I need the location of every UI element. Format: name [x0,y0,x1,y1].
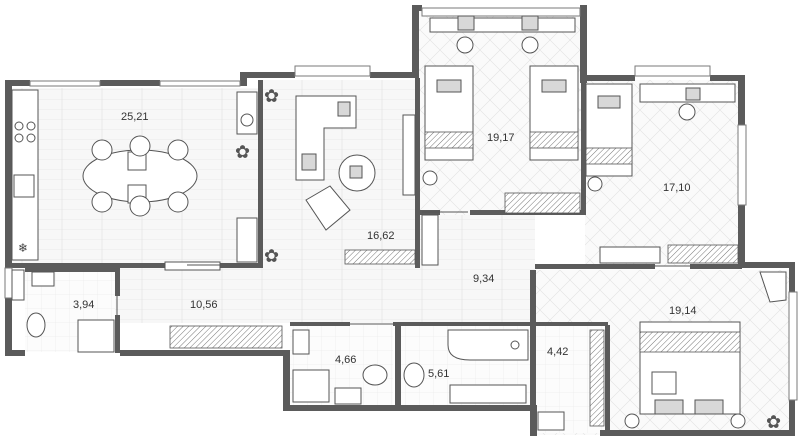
snowflake-icon: ❄ [18,241,28,255]
area-label-kitchen-living: 25,21 [121,111,149,123]
area-label-bedroom-single: 17,10 [663,182,691,194]
plant-icon: ✿ [264,246,279,267]
kitchen-counter: ❄ [11,89,39,261]
area-label-wardrobe: 4,42 [547,346,568,358]
area-label-wc-entry: 3,94 [73,299,94,311]
sofa [295,95,357,181]
wardrobe-cabinet [537,411,565,431]
window-kitchen [29,80,101,87]
sink-bath-small [292,329,310,355]
desk-item [685,87,701,101]
plant-icon: ✿ [264,86,279,107]
window-single-side [737,124,747,206]
wardrobe-rack [589,329,605,427]
bed-right [529,65,579,161]
nightstand-left [624,413,640,429]
desk-chair [678,103,696,121]
window-hall-left [4,267,13,299]
dining-table [82,135,198,217]
living-cabinet [344,249,416,265]
area-label-bedroom-twin: 19,17 [487,132,515,144]
shelf-single [599,246,661,264]
shower-bath-small [292,369,330,403]
window-kitchen-2 [159,80,241,87]
window-living [294,65,371,77]
bathtub-drain [510,340,520,350]
area-label-master-bedroom: 19,14 [669,305,697,317]
bed-master [639,321,741,415]
plant-icon: ✿ [235,142,250,163]
kitchen-shelf [236,91,258,135]
ball-icon [422,170,438,186]
area-label-living-room: 16,62 [367,230,395,242]
sink-wc [31,271,55,287]
nightstand-right [730,413,746,429]
bathtub [447,329,529,361]
hall-wardrobe [169,325,283,349]
bed-left [424,65,474,161]
corridor-door-panel [421,214,439,266]
area-label-hall: 10,56 [190,299,218,311]
wardrobe-twin [504,192,581,214]
toilet-bath-small [362,364,388,386]
washer [334,387,362,405]
tv-stand [402,114,416,196]
window-twin-bedroom [421,7,581,17]
kitchen-cabinet [236,217,258,263]
appliance-icon [240,113,254,127]
desks-twin [429,15,576,54]
doors [116,211,690,325]
window-master-side [788,291,798,401]
coffee-table-item [349,165,363,179]
hall-bench [164,261,221,271]
plant-icon: ✿ [766,412,781,433]
area-label-bathroom-small: 4,66 [335,354,356,366]
shower-wc [77,319,115,353]
vanity-large [449,384,527,404]
shelf-wc [11,269,25,301]
armchair [305,185,351,231]
wardrobe-single [667,244,739,264]
corner-chair [759,271,787,303]
window-single-bedroom [634,65,711,77]
toilet-wc [26,312,46,338]
toilet-bath-large [403,362,425,388]
windows [4,7,798,401]
area-label-bathroom-large: 5,61 [428,368,449,380]
bed-single [585,83,633,177]
area-label-corridor: 9,34 [473,273,494,285]
ball-icon [587,176,603,192]
